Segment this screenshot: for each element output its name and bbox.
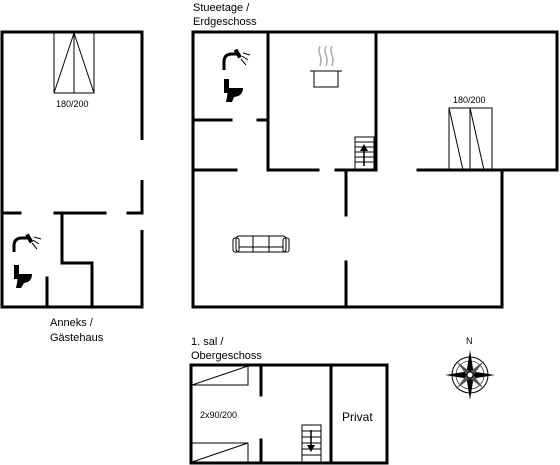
- stairs-down-icon: [301, 424, 322, 464]
- ground-title-line1: Stueetage /: [193, 2, 250, 14]
- first-title-line2: Obergeschoss: [191, 350, 262, 362]
- annex-title-line2: Gästehaus: [50, 332, 104, 344]
- annex-shower-icon: [12, 233, 42, 252]
- annex-title-line1: Anneks /: [50, 317, 94, 329]
- compass-north-label: N: [466, 336, 473, 346]
- ground-title-line2: Erdgeschoss: [193, 16, 257, 28]
- annex-bed-label: 180/200: [56, 99, 89, 109]
- compass-rose-icon: N: [445, 336, 495, 400]
- annex-toilet-icon: [14, 265, 32, 288]
- private-room-label: Privat: [342, 410, 373, 424]
- stairs-up-icon: [354, 136, 375, 171]
- annex-plan: 180/200 Anneks / Gästehaus: [0, 30, 145, 344]
- first-floor-plan: 1. sal / Obergeschoss 2x90/200 Privat: [189, 336, 389, 465]
- first-title-line1: 1. sal /: [191, 336, 224, 348]
- ground-shower-icon: [222, 48, 251, 70]
- ground-floor-plan: Stueetage / Erdgeschoss: [191, 2, 559, 309]
- first-outer-wall: [189, 363, 389, 465]
- annex-outer-wall: [0, 30, 144, 309]
- ground-bed-label: 180/200: [453, 95, 486, 105]
- annex-bed: [53, 32, 95, 94]
- first-bed-label: 2x90/200: [200, 410, 237, 420]
- ground-bed: [448, 107, 493, 171]
- kitchen-pot-icon: [310, 45, 342, 88]
- ground-toilet-icon: [224, 79, 243, 102]
- sofa-icon: [232, 235, 290, 253]
